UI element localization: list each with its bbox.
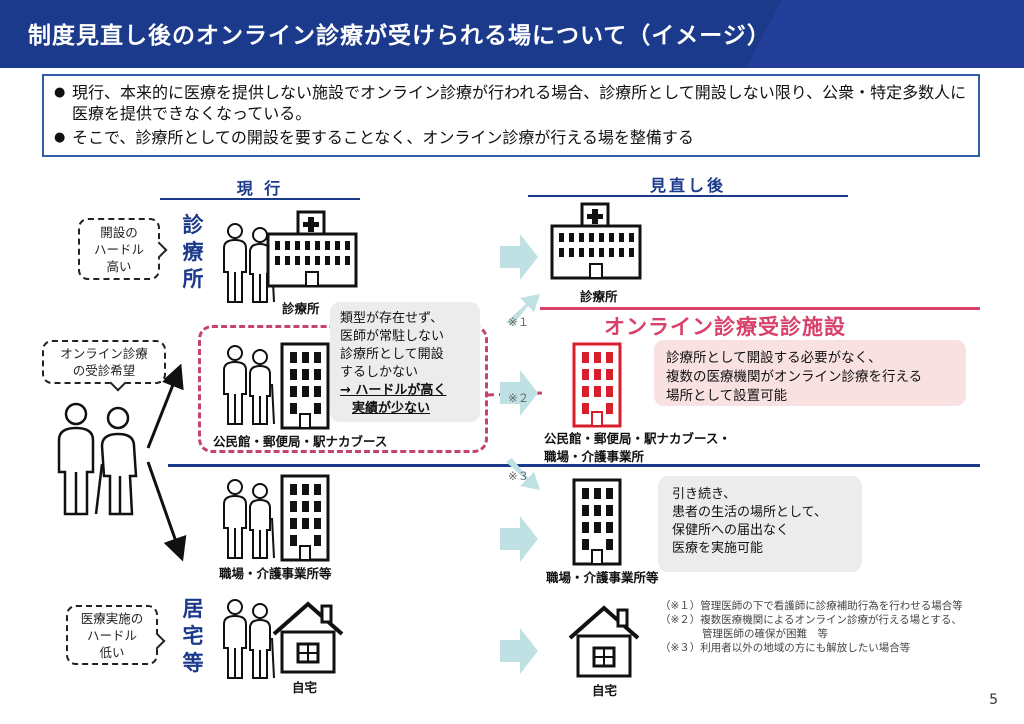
- speech-bubble-clinic-hurdle: 開設の ハードル 高い: [78, 218, 160, 280]
- current-issue-callout: 類型が存在せず、 医師が常駐しない 診療所として開設 するしかない → ハードル…: [330, 302, 480, 422]
- label-clinic: 診 療 所: [182, 213, 204, 291]
- label-home: 居 宅 等: [182, 597, 204, 675]
- speech-bubble-home-hurdle: 医療実施の ハードル 低い: [66, 605, 158, 665]
- caption-public-facility: 公民館・郵便局・駅ナカブース: [213, 434, 388, 449]
- bullet-icon: ●: [54, 85, 66, 100]
- summary-box: ● 現行、本来的に医療を提供しない施設でオンライン診療が行われる場合、診療所とし…: [42, 74, 980, 157]
- callout-line: 診療所として開設: [340, 347, 444, 362]
- house-icon: [272, 602, 344, 674]
- people-icon: [223, 479, 275, 559]
- section-divider: [168, 464, 980, 467]
- caption-home-revised: 自宅: [592, 683, 618, 698]
- online-section-line: [540, 307, 980, 310]
- callout-line: するしかない: [340, 365, 419, 380]
- building-icon: [280, 342, 330, 430]
- building-icon: [572, 478, 622, 566]
- workplace-callout: 引き続き、 患者の生活の場所として、 保健所への届出なく 医療を実施可能: [658, 476, 862, 572]
- summary-bullet: ● 現行、本来的に医療を提供しない施設でオンライン診療が行われる場合、診療所とし…: [54, 82, 968, 124]
- page-number: 5: [989, 692, 998, 708]
- transition-arrow-down: [506, 458, 540, 490]
- hospital-icon: [550, 202, 642, 280]
- people-icon: [223, 345, 275, 425]
- column-header-current: 現 行: [236, 179, 284, 198]
- callout-emphasis: 実績が少ない: [352, 401, 431, 416]
- building-icon: [280, 474, 330, 562]
- bubble-text: 医療実施の ハードル 低い: [80, 610, 144, 660]
- patient-couple-icon: [57, 402, 138, 516]
- column-underline: [160, 198, 360, 200]
- note-mark-3: ※３: [508, 469, 530, 483]
- summary-text: 現行、本来的に医療を提供しない施設でオンライン診療が行われる場合、診療所として開…: [72, 83, 967, 123]
- page-title: 制度見直し後のオンライン診療が受けられる場について（イメージ）: [28, 23, 771, 49]
- callout-line: 医師が常駐しない: [340, 329, 445, 344]
- transition-arrow: [500, 234, 538, 280]
- summary-text: そこで、診療所としての開設を要することなく、オンライン診療が行える場を整備する: [72, 128, 694, 147]
- hospital-icon: [266, 210, 358, 288]
- callout-emphasis: → ハードルが高く: [340, 383, 447, 398]
- transition-arrow: [500, 516, 538, 562]
- transition-arrow: [500, 628, 538, 674]
- bubble-text: オンライン診療 の受診希望: [60, 346, 148, 378]
- online-facility-callout: 診療所として開設する必要がなく、 複数の医療機関がオンライン診療を行える 場所と…: [654, 340, 966, 406]
- transition-arrow-up: [506, 294, 540, 326]
- column-underline: [528, 195, 848, 197]
- footnotes: （※１）管理医師の下で看護師に診療補助行為を行わせる場合等 （※２）複数医療機関…: [660, 599, 963, 655]
- caption-home: 自宅: [292, 680, 318, 695]
- caption-workplace-revised: 職場・介護事業所等: [546, 570, 659, 585]
- caption-clinic-revised: 診療所: [580, 289, 618, 304]
- online-facility-building-icon: [572, 342, 622, 428]
- column-header-revised: 見直し後: [649, 176, 726, 195]
- caption-online-facility: 公民館・郵便局・駅ナカブース・ 職場・介護事業所: [544, 431, 731, 464]
- speech-bubble-patient-wish: オンライン診療 の受診希望: [42, 340, 166, 384]
- note-mark-2: ※２: [508, 391, 530, 405]
- footnote: （※２）複数医療機関によるオンライン診療が行える場とする、: [660, 614, 962, 626]
- title-bar: 制度見直し後のオンライン診療が受けられる場について（イメージ）: [0, 0, 1024, 68]
- bubble-text: 開設の ハードル 高い: [93, 224, 144, 274]
- house-icon: [568, 606, 640, 678]
- footnote: 管理医師の確保が困難 等: [660, 628, 828, 640]
- summary-bullet: ● そこで、診療所としての開設を要することなく、オンライン診療が行える場を整備す…: [54, 127, 968, 148]
- caption-workplace: 職場・介護事業所等: [219, 566, 332, 581]
- caption-clinic: 診療所: [282, 301, 320, 316]
- footnote: （※３）利用者以外の地域の方にも解放したい場合等: [660, 642, 911, 654]
- bullet-icon: ●: [54, 130, 66, 145]
- footnote: （※１）管理医師の下で看護師に診療補助行為を行わせる場合等: [660, 600, 963, 612]
- callout-line: 類型が存在せず、: [340, 311, 444, 326]
- transition-arrow: [500, 370, 538, 416]
- online-facility-title: オンライン診療受診施設: [604, 315, 846, 339]
- note-mark-1: ※１: [508, 315, 530, 329]
